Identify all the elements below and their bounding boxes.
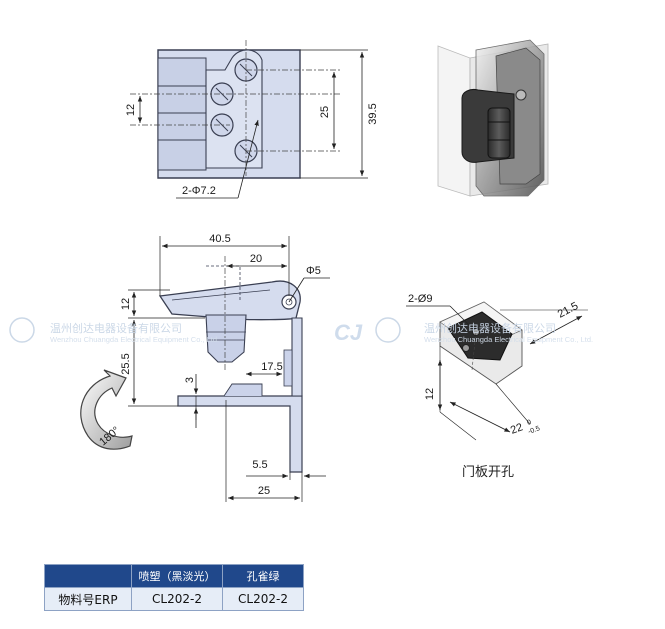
- dim-spacing-label: 25: [319, 106, 331, 118]
- dim-left-lower: 25.5: [120, 353, 132, 374]
- header-corner: [44, 564, 132, 588]
- dim-width-label: 39.5: [367, 103, 379, 124]
- logo-icon: [375, 317, 401, 343]
- dim-cutout-height: 12: [424, 388, 436, 400]
- hole-icon: [462, 344, 470, 352]
- spec-table-header: 喷塑（黑淡光） 孔雀绿: [44, 564, 304, 588]
- watermark-left: 温州创达电器设备有限公司 Wenzhou Chuangda Electrical…: [9, 317, 219, 344]
- watermark-cn: 温州创达电器设备有限公司: [50, 321, 182, 335]
- spec-table: 喷塑（黑淡光） 孔雀绿 物料号ERP CL202-2 CL202-2: [44, 564, 304, 611]
- header-finish-green: 孔雀绿: [222, 564, 304, 588]
- hole-callout: 2-Φ7.2: [182, 185, 216, 197]
- dim-hole-label: 12: [125, 104, 137, 116]
- hinge-photo: [437, 39, 549, 197]
- dim-cutout-width: 22: [509, 421, 525, 436]
- dim-step: 3: [184, 377, 196, 383]
- watermark-en: Wenzhou Chuangda Electrical Equipment Co…: [424, 335, 593, 344]
- row-label: 物料号ERP: [44, 587, 132, 611]
- pivot-callout: Φ5: [306, 265, 321, 277]
- tol-lower: -0.5: [527, 425, 541, 436]
- spec-table-row: 物料号ERP CL202-2 CL202-2: [44, 587, 304, 611]
- value-black: CL202-2: [131, 587, 223, 611]
- value-green: CL202-2: [222, 587, 304, 611]
- dim-top-label: 40.5: [209, 233, 230, 245]
- watermark-en: Wenzhou Chuangda Electrical Equipment Co…: [50, 335, 219, 344]
- dim-mid: 17.5: [261, 361, 282, 373]
- cutout-hole-callout: 2-Ø9: [408, 293, 432, 305]
- cutout-caption: 门板开孔: [462, 465, 514, 480]
- rotation-arrow-icon: [80, 369, 133, 450]
- logo-icon: [9, 317, 35, 343]
- dim-left-upper: 12: [120, 298, 132, 310]
- top-view: 39.5 25 12 2-Φ7.2: [125, 40, 379, 199]
- logo-mark: CJ: [334, 320, 363, 345]
- dim-diag: 21.5: [556, 300, 581, 321]
- watermark-cn: 温州创达电器设备有限公司: [424, 321, 556, 335]
- tol-upper: 0: [526, 419, 532, 427]
- dim-inner-label: 20: [250, 253, 262, 265]
- dim-bottom-outer: 25: [258, 485, 270, 497]
- header-finish-black: 喷塑（黑淡光）: [131, 564, 223, 588]
- watermark-right: 温州创达电器设备有限公司 Wenzhou Chuangda Electrical…: [375, 317, 593, 344]
- side-view: 40.5 20 12 25.5 3 17.5 5.5 25 Φ5 180°: [80, 233, 330, 502]
- dim-bottom-inner: 5.5: [252, 459, 267, 471]
